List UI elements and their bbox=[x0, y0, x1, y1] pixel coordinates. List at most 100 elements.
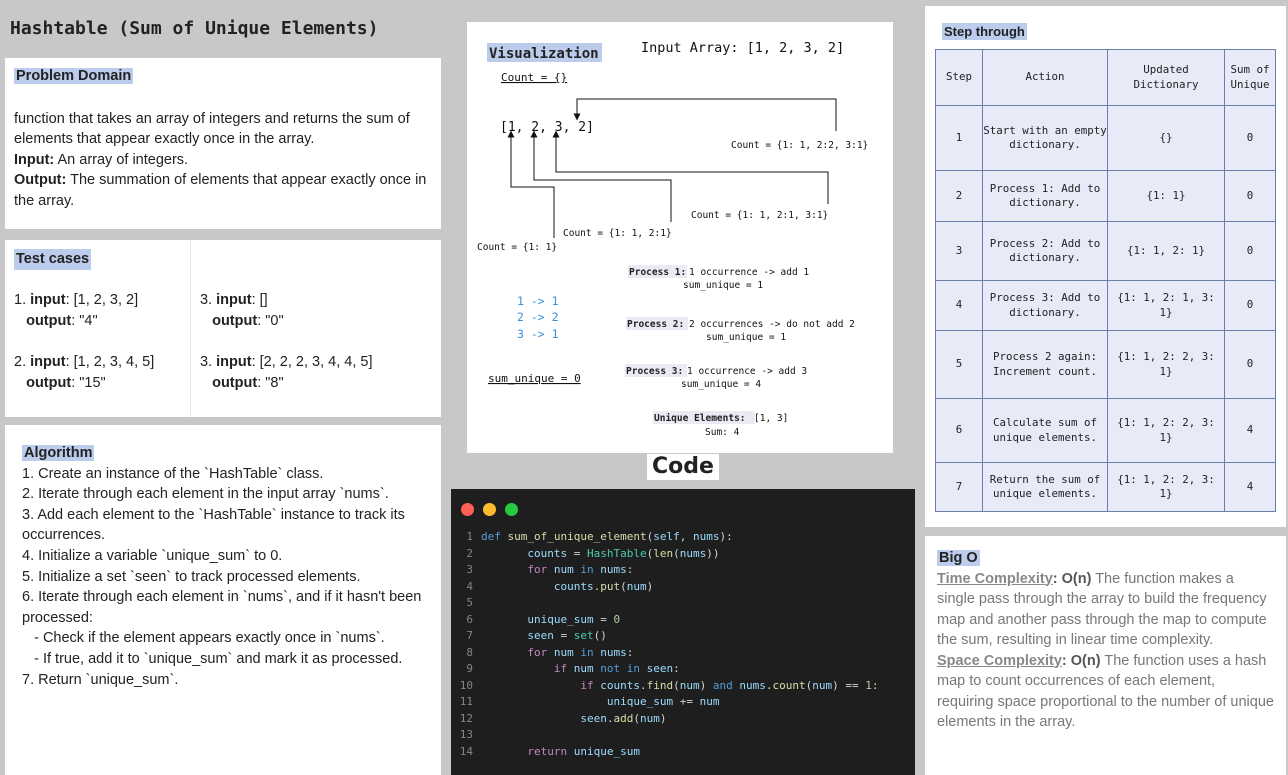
space-complexity-text: The function uses a hash map to count oc… bbox=[937, 652, 1274, 731]
table-row: 4 Process 3: Add to dictionary. {1: 1, 2… bbox=[935, 280, 1276, 331]
algorithm-panel: Algorithm 1. Create an instance of the `… bbox=[5, 425, 441, 775]
count-label-1: Count = {1: 1} bbox=[477, 242, 557, 253]
code-line: 10 if counts.find(num) and nums.count(nu… bbox=[451, 678, 879, 695]
code-line: 13 bbox=[451, 727, 481, 744]
process-sum: sum_unique = 1 bbox=[683, 280, 763, 291]
unique-elements-label: Unique Elements: bbox=[654, 413, 746, 424]
big-o-heading: Big O bbox=[937, 550, 980, 566]
arrow-count-2 bbox=[530, 130, 672, 222]
code-line: 4 counts.put(num) bbox=[451, 579, 653, 596]
algorithm-step: 7. Return `unique_sum`. bbox=[22, 671, 179, 688]
test-input-label: input bbox=[30, 354, 66, 370]
line-number: 5 bbox=[466, 596, 473, 609]
table-row: 7 Return the sum of unique elements. {1:… bbox=[935, 462, 1276, 512]
test-input-label: input bbox=[216, 292, 252, 308]
line-number: 10 bbox=[459, 678, 473, 692]
cell-step: 7 bbox=[935, 462, 983, 512]
unique-label-bg bbox=[653, 411, 755, 424]
test-case: 2. input: [1, 2, 3, 4, 5] output: "15" bbox=[14, 354, 155, 391]
problem-domain-panel: Problem Domain function that takes an ar… bbox=[5, 58, 441, 229]
code-line: 5 bbox=[451, 595, 481, 612]
space-complexity-value: O(n) bbox=[1070, 652, 1101, 669]
cell-action: Process 2: Add to dictionary. bbox=[982, 221, 1108, 281]
test-output-label: output bbox=[212, 312, 258, 329]
line-number: 4 bbox=[466, 579, 473, 593]
test-case-number: 3. bbox=[200, 354, 213, 370]
code-line: 12 seen.add(num) bbox=[451, 711, 667, 728]
problem-description: function that takes an array of integers… bbox=[14, 109, 432, 212]
process-text: 2 occurrences -> do not add 2 bbox=[689, 319, 855, 330]
visualization-heading: Visualization bbox=[489, 46, 599, 62]
column-header-dictionary: Updated Dictionary bbox=[1107, 49, 1225, 106]
test-output-label: output bbox=[26, 312, 72, 329]
process-label: Process 1: bbox=[629, 267, 686, 278]
process-sum: sum_unique = 1 bbox=[706, 332, 786, 343]
test-input-value: [] bbox=[259, 292, 268, 308]
line-number: 14 bbox=[459, 744, 473, 758]
input-label: Input: bbox=[14, 151, 55, 168]
table-header-row: Step Action Updated Dictionary Sum of Un… bbox=[935, 49, 1276, 106]
cell-sum: 0 bbox=[1224, 330, 1276, 399]
algorithm-step: - If true, add it to `unique_sum` and ma… bbox=[22, 650, 403, 667]
mapping-line: 1 -> 1 bbox=[517, 294, 559, 308]
code-line: 2 counts = HashTable(len(nums)) bbox=[451, 546, 719, 563]
test-output-value: "15" bbox=[79, 374, 106, 391]
column-header-sum: Sum of Unique bbox=[1224, 49, 1276, 106]
array-display: [1, 2, 3, 2] bbox=[500, 120, 594, 135]
step-through-heading: Step through bbox=[942, 23, 1027, 40]
cell-sum: 0 bbox=[1224, 221, 1276, 281]
line-number: 12 bbox=[459, 711, 473, 725]
code-line: 9 if num not in seen: bbox=[451, 661, 679, 678]
cell-sum: 0 bbox=[1224, 170, 1276, 222]
cell-step: 1 bbox=[935, 105, 983, 171]
test-input-value: [1, 2, 3, 2] bbox=[73, 292, 139, 308]
window-close-dot bbox=[461, 503, 474, 516]
test-case: 1. input: [1, 2, 3, 2] output: "4" bbox=[14, 292, 139, 329]
cell-step: 5 bbox=[935, 330, 983, 399]
count-label-4: Count = {1: 1, 2:2, 3:1} bbox=[731, 140, 868, 151]
process-label: Process 3: bbox=[626, 366, 683, 377]
test-cases-heading: Test cases bbox=[14, 249, 92, 270]
cell-action: Process 2 again: Increment count. bbox=[982, 330, 1108, 399]
test-case-number: 2. bbox=[14, 354, 27, 370]
cell-sum: 0 bbox=[1224, 105, 1276, 171]
process-text: 1 occurrence -> add 3 bbox=[687, 366, 807, 377]
code-line: 6 unique_sum = 0 bbox=[451, 612, 620, 629]
window-minimize-dot bbox=[483, 503, 496, 516]
line-number: 13 bbox=[459, 728, 473, 741]
step-through-panel: Step through Step Action Updated Diction… bbox=[925, 6, 1286, 527]
arrow-count-1 bbox=[507, 130, 555, 238]
input-array-label: Input Array: [1, 2, 3, 2] bbox=[641, 40, 844, 56]
cell-dictionary: {} bbox=[1107, 105, 1225, 171]
table-row: 3 Process 2: Add to dictionary. {1: 1, 2… bbox=[935, 221, 1276, 281]
count-label-3: Count = {1: 1, 2:1, 3:1} bbox=[691, 210, 828, 221]
test-input-value: [2, 2, 2, 3, 4, 4, 5] bbox=[259, 354, 373, 370]
cell-step: 3 bbox=[935, 221, 983, 281]
time-complexity-text: The function makes a single pass through… bbox=[937, 570, 1267, 649]
visualization-heading-bg bbox=[487, 43, 602, 62]
column-header-step: Step bbox=[935, 49, 983, 106]
cell-step: 4 bbox=[935, 280, 983, 331]
code-line: 11 unique_sum += num bbox=[451, 694, 720, 711]
cell-sum: 0 bbox=[1224, 280, 1276, 331]
time-complexity: Time Complexity: O(n) The function makes… bbox=[937, 570, 1267, 649]
problem-domain-heading: Problem Domain bbox=[14, 68, 134, 84]
line-number: 1 bbox=[466, 530, 473, 543]
test-case: 3. input: [] output: "0" bbox=[200, 292, 284, 329]
test-output-label: output bbox=[26, 374, 72, 391]
table-row: 5 Process 2 again: Increment count. {1: … bbox=[935, 330, 1276, 399]
test-output-label: output bbox=[212, 374, 258, 391]
algorithm-step: 4. Initialize a variable `unique_sum` to… bbox=[22, 547, 283, 564]
cell-dictionary: {1: 1, 2: 1} bbox=[1107, 221, 1225, 281]
code-heading: Code bbox=[647, 454, 719, 480]
cell-action: Start with an empty dictionary. bbox=[982, 105, 1108, 171]
window-maximize-dot bbox=[505, 503, 518, 516]
time-complexity-label: Time Complexity bbox=[937, 570, 1053, 587]
table-row: 1 Start with an empty dictionary. {} 0 bbox=[935, 105, 1276, 171]
cell-dictionary: {1: 1, 2: 2, 3: 1} bbox=[1107, 330, 1225, 399]
cell-step: 2 bbox=[935, 170, 983, 222]
column-header-action: Action bbox=[982, 49, 1108, 106]
line-number: 6 bbox=[466, 612, 473, 626]
